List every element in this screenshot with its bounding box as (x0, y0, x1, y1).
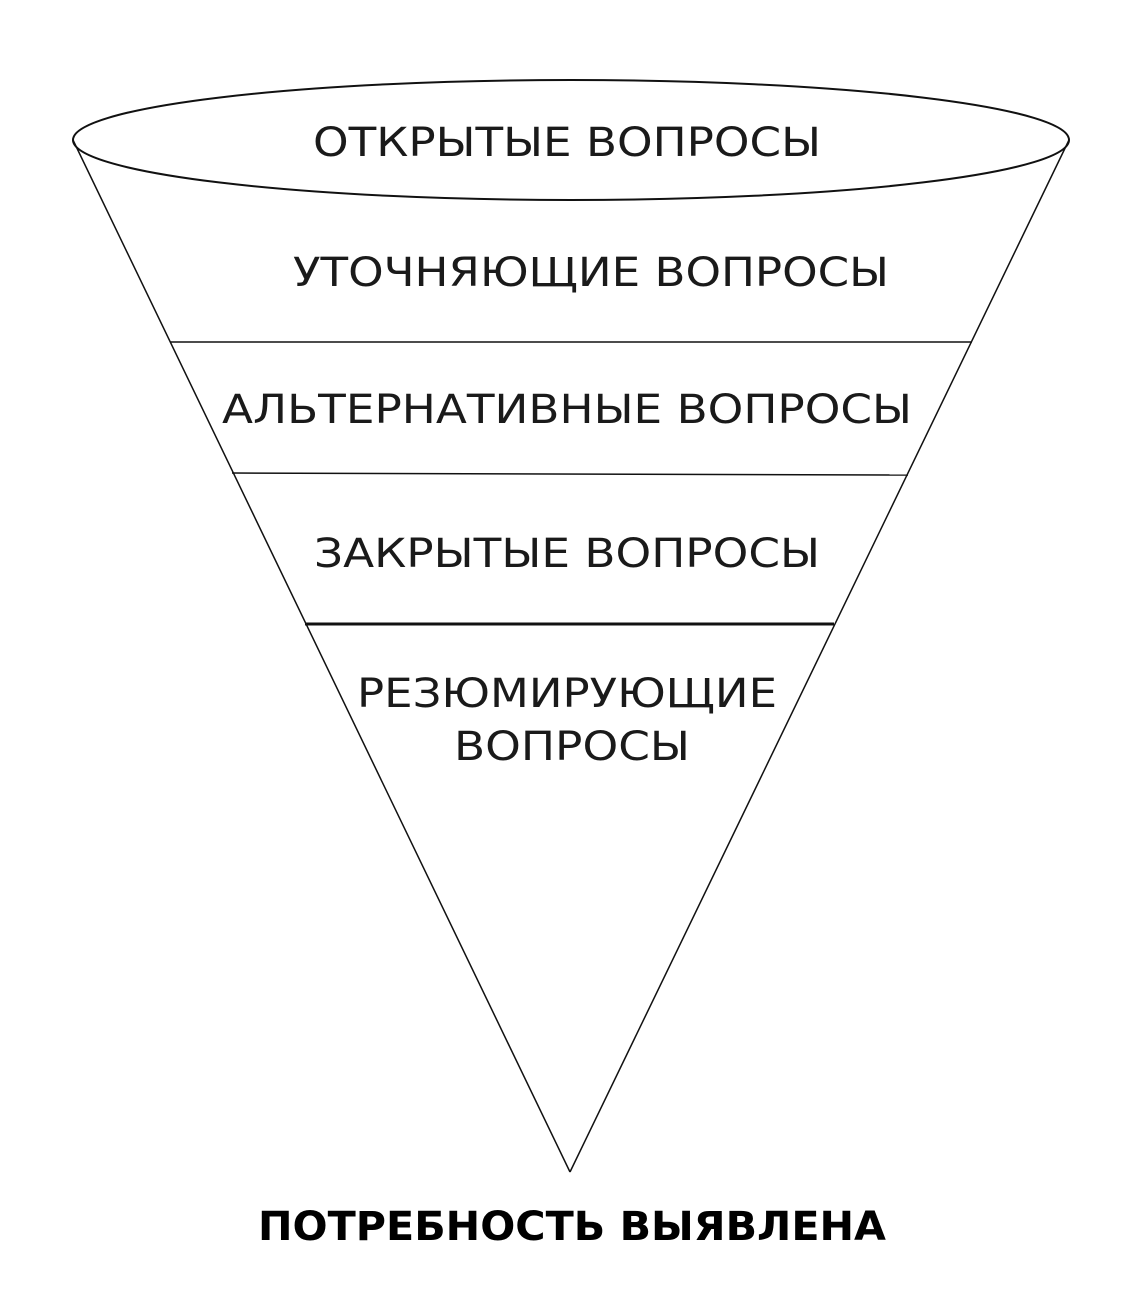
funnel-right-edge (569, 139, 1070, 1173)
level-summarizing-questions-line2: ВОПРОСЫ (454, 724, 690, 770)
funnel-divider-2 (231, 472, 909, 476)
level-clarifying-questions: УТОЧНЯЮЩИЕ ВОПРОСЫ (293, 250, 889, 296)
level-alternative-questions: АЛЬТЕРНАТИВНЫЕ ВОПРОСЫ (222, 387, 912, 433)
funnel-left-edge (72, 139, 571, 1173)
level-closed-questions: ЗАКРЫТЫЕ ВОПРОСЫ (314, 531, 820, 577)
level-open-questions: ОТКРЫТЫЕ ВОПРОСЫ (313, 120, 821, 166)
level-summarizing-questions-line1: РЕЗЮМИРУЮЩИЕ (357, 671, 777, 717)
funnel-result-label: ПОТРЕБНОСТЬ ВЫЯВЛЕНА (258, 1204, 886, 1250)
